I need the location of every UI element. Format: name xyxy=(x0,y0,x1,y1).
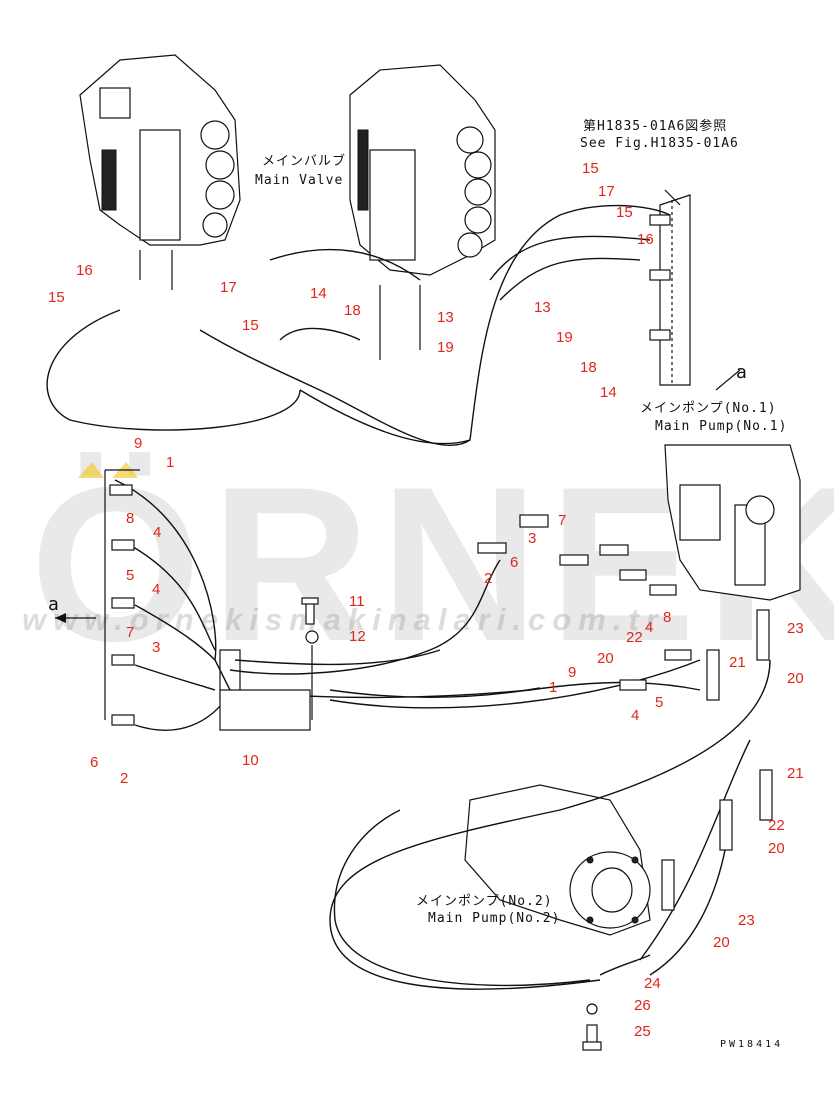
callout: 25 xyxy=(634,1023,651,1040)
callout: 22 xyxy=(626,629,643,646)
fitting-3 xyxy=(111,654,135,666)
fitting-7 xyxy=(111,597,135,609)
pump1-en: Main Pump(No.1) xyxy=(655,419,787,434)
callout: 15 xyxy=(582,160,599,177)
callout: 10 xyxy=(242,752,259,769)
fitting-6 xyxy=(111,714,135,726)
callout: 8 xyxy=(663,609,671,626)
annotations: 第H1835-01A6図参照 See Fig.H1835-01A6 メインバルブ… xyxy=(48,118,787,1050)
right-fittings xyxy=(477,369,773,911)
callout: 13 xyxy=(437,309,454,326)
callout: 5 xyxy=(655,694,663,711)
callout: 9 xyxy=(568,664,576,681)
callout: 11 xyxy=(349,593,365,610)
drawing-code: PW18414 xyxy=(720,1039,783,1050)
callout: 1 xyxy=(549,679,557,696)
main-pump-2 xyxy=(464,784,651,936)
callout: 22 xyxy=(768,817,785,834)
callout: 4 xyxy=(631,707,639,724)
pump1-jp: メインポンプ(No.1) xyxy=(640,401,777,416)
callout: 14 xyxy=(310,285,327,302)
callout: 26 xyxy=(634,997,651,1014)
callout: 17 xyxy=(220,279,237,296)
callout: 21 xyxy=(787,765,804,782)
callout: 7 xyxy=(558,512,566,529)
callout: 4 xyxy=(153,524,161,541)
callout: 18 xyxy=(580,359,597,376)
main-valve-en: Main Valve xyxy=(255,173,343,188)
arrow-a-right xyxy=(715,369,741,391)
callout: 20 xyxy=(768,840,785,857)
spiral-guard xyxy=(234,389,651,987)
callout: 17 xyxy=(598,183,615,200)
arrow-label-a-left: a xyxy=(48,594,60,615)
watermark-accent-icon xyxy=(78,462,138,478)
callout: 7 xyxy=(126,624,134,641)
ref-note-en: See Fig.H1835-01A6 xyxy=(580,136,739,151)
fitting-9 xyxy=(109,484,133,496)
callout: 1 xyxy=(166,454,174,471)
ref-note-jp: 第H1835-01A6図参照 xyxy=(583,118,727,134)
main-valve-center xyxy=(349,64,496,360)
callout: 2 xyxy=(484,570,492,587)
hydraulic-block-top-right xyxy=(649,189,691,386)
callout: 4 xyxy=(645,619,653,636)
clamp-bolts xyxy=(219,597,602,1051)
callout: 21 xyxy=(729,654,746,671)
callout: 9 xyxy=(134,435,142,452)
callout: 12 xyxy=(349,628,366,645)
callout: 19 xyxy=(556,329,573,346)
callout: 4 xyxy=(152,581,160,598)
callout: 20 xyxy=(597,650,614,667)
callout: 14 xyxy=(600,384,617,401)
pump2-jp: メインポンプ(No.2) xyxy=(416,894,553,909)
arrow-label-a-right: a xyxy=(736,362,748,383)
callout: 13 xyxy=(534,299,551,316)
main-pump-1 xyxy=(664,444,801,601)
callout: 20 xyxy=(787,670,804,687)
callout: 6 xyxy=(90,754,98,771)
callout: 20 xyxy=(713,934,730,951)
callout: 5 xyxy=(126,567,134,584)
callout: 2 xyxy=(120,770,128,787)
callout: 15 xyxy=(48,289,65,306)
left-fittings xyxy=(55,469,140,726)
callout: 3 xyxy=(152,639,160,656)
callout: 16 xyxy=(76,262,93,279)
callout: 23 xyxy=(738,912,755,929)
fitting-8 xyxy=(111,539,135,551)
hose-lines xyxy=(46,204,771,990)
pump2-en: Main Pump(No.2) xyxy=(428,911,560,926)
callout: 3 xyxy=(528,530,536,547)
main-valve-jp: メインバルブ xyxy=(262,153,346,169)
callout: 24 xyxy=(644,975,661,992)
callout: 8 xyxy=(126,510,134,527)
callout: 19 xyxy=(437,339,454,356)
callout: 6 xyxy=(510,554,518,571)
arrow-a-left-icon xyxy=(55,613,66,623)
callout: 15 xyxy=(616,204,633,221)
callouts: 15 16 17 15 14 18 13 19 15 17 15 16 13 1… xyxy=(48,160,804,1040)
callout: 18 xyxy=(344,302,361,319)
callout: 23 xyxy=(787,620,804,637)
main-valve-left xyxy=(79,54,241,290)
callout: 16 xyxy=(637,231,654,248)
callout: 15 xyxy=(242,317,259,334)
